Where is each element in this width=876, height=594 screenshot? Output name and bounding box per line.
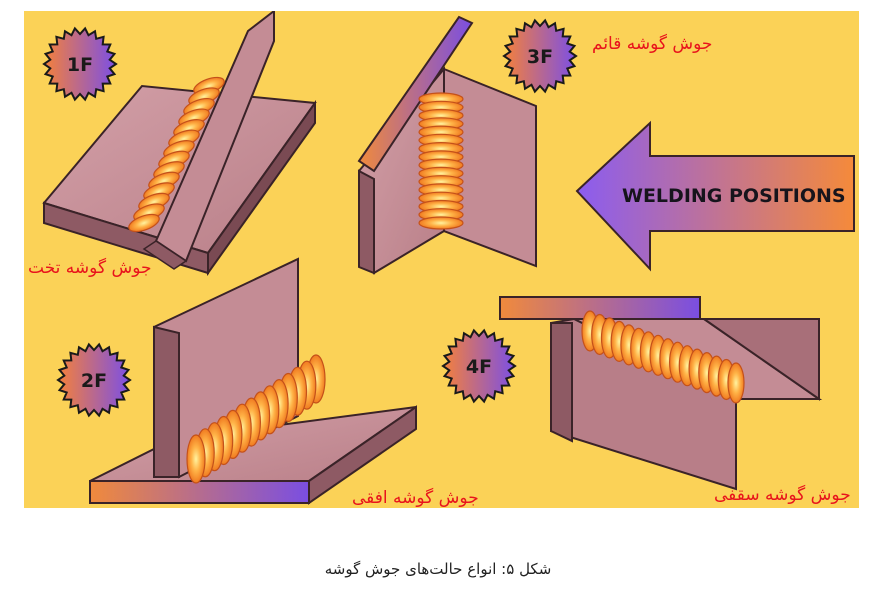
weld-bead-3f bbox=[418, 92, 464, 230]
starburst-shape bbox=[502, 18, 578, 94]
label-3f-fa: جوش گوشه قائم bbox=[592, 33, 712, 54]
badge-4f-starburst bbox=[441, 328, 517, 404]
welding-positions-figure: WELDING POSITIONS 1F 3F 2F 4F جوش گوشه ت… bbox=[24, 11, 859, 508]
badge-4f-text: 4F bbox=[466, 356, 492, 378]
position-2f-illustration bbox=[89, 257, 417, 505]
label-1f-fa: جوش گوشه تخت bbox=[28, 257, 151, 278]
starburst-shape bbox=[42, 26, 118, 102]
badge-3f-text: 3F bbox=[527, 46, 553, 68]
position-3f-illustration bbox=[357, 15, 537, 275]
position-4f-illustration bbox=[499, 296, 823, 491]
weld-ripple bbox=[418, 216, 464, 230]
weld-bead-2f bbox=[186, 354, 326, 484]
weld-ripple bbox=[128, 213, 160, 233]
weld-ripple bbox=[727, 362, 745, 404]
badge-2f: 2F bbox=[56, 342, 132, 418]
badge-2f-starburst bbox=[56, 342, 132, 418]
arrow-text: WELDING POSITIONS bbox=[622, 185, 846, 207]
label-4f-fa: جوش گوشه سقفی bbox=[714, 484, 851, 505]
weld-ripple bbox=[186, 434, 206, 484]
weld-bead-4f bbox=[581, 310, 745, 404]
weld-bead-1f bbox=[128, 76, 225, 233]
starburst-shape bbox=[56, 342, 132, 418]
badge-2f-text: 2F bbox=[81, 370, 107, 392]
badge-3f: 3F bbox=[502, 18, 578, 94]
position-1f-illustration bbox=[42, 11, 317, 277]
badge-4f: 4F bbox=[441, 328, 517, 404]
label-2f-fa: جوش گوشه افقی bbox=[352, 487, 479, 508]
figure-caption: شکل ۵: انواع حالت‌های جوش گوشه bbox=[324, 560, 552, 578]
badge-1f-starburst bbox=[42, 26, 118, 102]
badge-3f-starburst bbox=[502, 18, 578, 94]
badge-1f: 1F bbox=[42, 26, 118, 102]
badge-1f-text: 1F bbox=[67, 54, 93, 76]
welding-positions-arrow: WELDING POSITIONS bbox=[575, 120, 855, 272]
starburst-shape bbox=[441, 328, 517, 404]
